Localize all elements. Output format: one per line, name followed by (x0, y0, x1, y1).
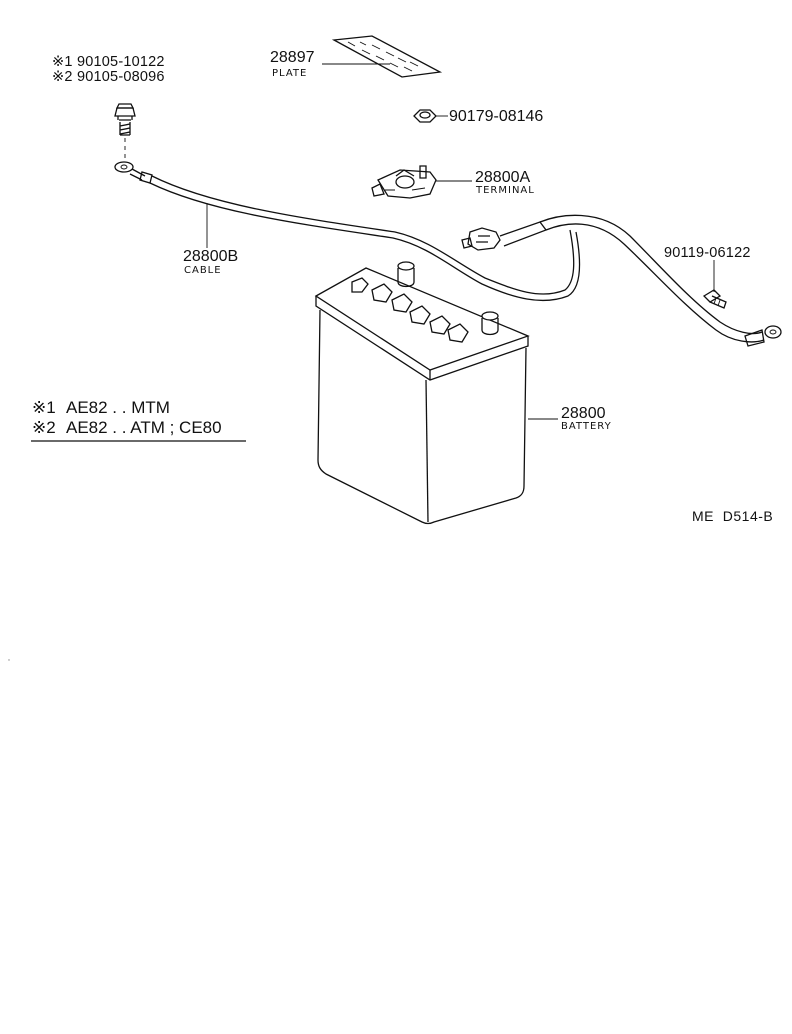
screw-part-number: 90119-06122 (664, 245, 751, 261)
plate-part-number: 28897 (270, 49, 315, 66)
plate-drawing (331, 35, 443, 78)
note-1-text: AE82 . . MTM (66, 398, 170, 417)
bolt-drawing (114, 103, 136, 158)
note-2-mark: ※2 (32, 418, 56, 437)
bolt-1-number: 90105-10122 (77, 54, 165, 70)
terminal-part-name: TERMINAL (475, 185, 535, 196)
terminal-part-number: 28800A (475, 169, 530, 186)
bolt-2-mark: ※2 (52, 69, 73, 85)
battery-part-name: BATTERY (561, 421, 612, 432)
bolt-label-1: ※1 90105-10122 (52, 54, 165, 70)
leader-lines (206, 63, 715, 420)
note-1: ※1 AE82 . . MTM (32, 398, 170, 417)
note-1-mark: ※1 (32, 398, 56, 417)
nut-part-number: 90179-08146 (449, 108, 543, 125)
bolt-label-2: ※2 90105-08096 (52, 69, 165, 85)
bolt-1-mark: ※1 (52, 54, 73, 70)
nut-drawing (413, 109, 437, 123)
note-2: ※2 AE82 . . ATM ; CE80 (32, 418, 222, 437)
battery-part-number: 28800 (561, 405, 606, 422)
scan-speck (8, 659, 10, 661)
diagram-reference: ME D514-B (692, 508, 773, 524)
positive-cable-drawing (461, 214, 782, 347)
cable-part-name: CABLE (184, 265, 222, 276)
note-2-text: AE82 . . ATM ; CE80 (66, 418, 222, 437)
terminal-drawing (371, 165, 437, 199)
bolt-2-number: 90105-08096 (77, 69, 165, 85)
cable-part-number: 28800B (183, 248, 238, 265)
screw-drawing (702, 289, 727, 309)
negative-cable-drawing (114, 161, 581, 302)
plate-part-name: PLATE (272, 68, 307, 79)
battery-drawing (314, 261, 530, 525)
